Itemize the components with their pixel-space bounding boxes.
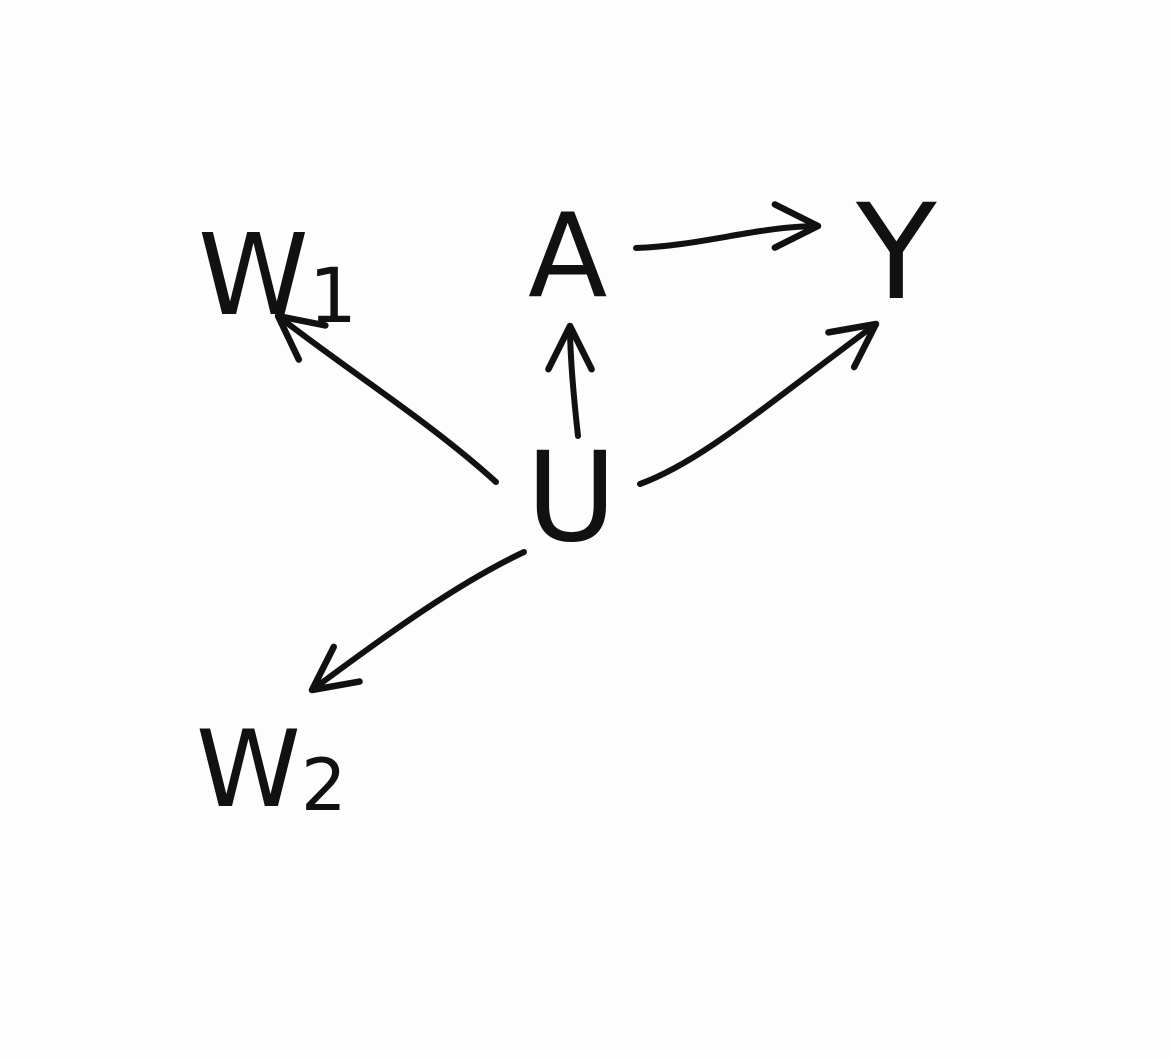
node-y: Y bbox=[855, 176, 937, 330]
edge-u-to-w2 bbox=[308, 549, 527, 694]
edge-u-to-w1 bbox=[274, 312, 499, 485]
node-w1: W1 bbox=[198, 211, 357, 341]
node-w2-letter: W bbox=[196, 708, 301, 831]
nodes: W1 A Y U W2 bbox=[196, 176, 937, 831]
node-w2-subscript: 2 bbox=[301, 743, 347, 827]
node-a-letter: A bbox=[528, 189, 607, 324]
node-w1-letter: W bbox=[198, 211, 309, 341]
edges bbox=[274, 201, 880, 694]
edge-u-to-y bbox=[637, 320, 880, 487]
node-w2: W2 bbox=[196, 708, 347, 831]
node-w1-subscript: 1 bbox=[309, 251, 357, 340]
node-u-letter: U bbox=[526, 426, 617, 570]
node-a: A bbox=[528, 189, 607, 324]
edge-a-to-y bbox=[633, 201, 822, 251]
node-y-letter: Y bbox=[855, 176, 937, 330]
edge-u-to-a bbox=[545, 322, 595, 439]
node-u: U bbox=[526, 426, 617, 570]
